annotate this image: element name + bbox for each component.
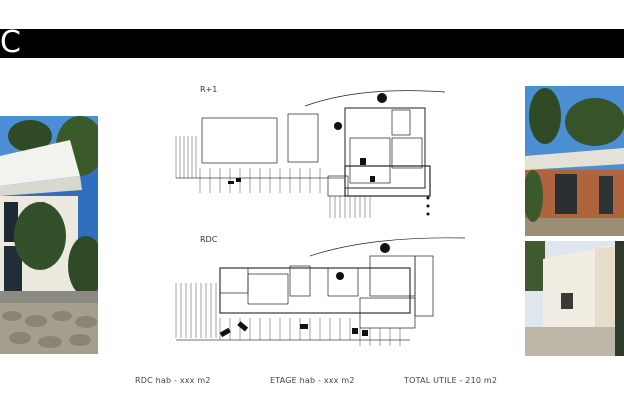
- upper-floor-label: R+1: [200, 85, 218, 94]
- floor-plans: R+1 RDC: [160, 78, 470, 378]
- ground-floor-label: RDC: [200, 235, 218, 244]
- upper-floor-plan: [175, 90, 446, 218]
- page-title: C: [0, 25, 22, 60]
- house-photo-right-bottom: [525, 241, 624, 356]
- plan-drawings: [175, 90, 466, 346]
- ground-floor-plan: [175, 237, 466, 346]
- house-photo-left: [0, 116, 98, 354]
- floor-area-text: ETAGE hab - xxx m2: [270, 376, 355, 385]
- house-photo-right-top: [525, 86, 624, 236]
- total-area-text: TOTAL UTILE - 210 m2: [404, 376, 498, 385]
- title-bar: C: [0, 25, 624, 60]
- rdc-area-text: RDC hab - xxx m2: [135, 376, 211, 385]
